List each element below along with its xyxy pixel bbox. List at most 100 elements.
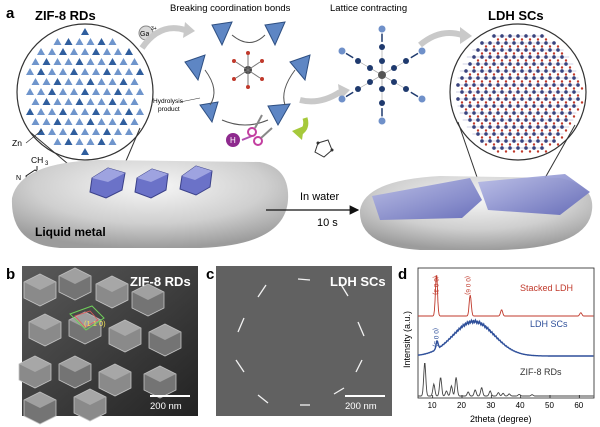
zif8-crystal-3 [179,165,213,196]
zif-tetrahedron [48,128,56,135]
ldh-oxygen-site [504,38,508,41]
sem-crystal-facet [24,274,56,290]
ldh-oxygen-site [544,122,548,125]
ldh-oxygen-site [508,87,512,90]
zif-tetrahedron [64,78,73,85]
ldh-oxygen-site [568,66,572,69]
xrd-series-ldh-scs [418,318,594,357]
ldh-oxygen-site [512,94,516,97]
zif-tetrahedron [92,48,100,55]
ldh-oxygen-site [572,101,576,104]
zif-tetrahedron [37,128,45,135]
contract-arrow [345,91,354,98]
liquid-metal-right [359,174,593,250]
ldh-oxygen-site [524,143,528,146]
zif-tetrahedron [130,118,139,125]
panel-a-letter: a [6,5,15,22]
sem-crystal-facet [24,392,56,408]
ldh-oxygen-site [520,38,524,41]
zif-tetrahedron [81,108,89,115]
ldh-oxygen-site [492,115,496,118]
ldh-oxygen-site [520,122,524,125]
ldh-oxygen-site [500,87,504,90]
ldh-oxygen-site [484,143,488,146]
zif-tetrahedron [103,108,111,115]
ldh-oxygen-site [532,115,536,118]
ldh-oxygen-site [480,66,484,69]
zif-tetrahedron [125,68,133,75]
ldh-oxygen-site [540,73,544,76]
ldh-oxygen-site [508,59,512,62]
zif-tetrahedron [108,38,117,45]
ldh-oxygen-site [568,94,572,97]
zif-tetrahedron [75,98,84,105]
zif-tetrahedron [48,68,56,75]
ldh-oxygen-site [540,87,544,90]
ldh-oxygen-site [524,101,528,104]
xrd-xlabel: 2theta (degree) [470,414,532,424]
ldh-oxygen-site [504,122,508,125]
lattice-outer-node [338,47,346,55]
ldh-oxygen-site [484,87,488,90]
ldh-oxygen-site [476,73,480,76]
ldh-oxygen-site [552,52,556,55]
ldh-oxygen-site [516,115,520,118]
ldh-oxygen-site [508,129,512,132]
ldh-oxygen-site [460,101,464,104]
zif-tetrahedron [92,68,100,75]
ldh-oxygen-site [572,115,576,118]
zif-tetrahedron [42,78,51,85]
ch3-subscript: 3 [45,161,49,167]
ldh-oxygen-site [484,101,488,104]
zif-tetrahedron [53,98,62,105]
peak-label-stacked-003: (0 0 3) [432,276,439,295]
ldh-oxygen-site [492,45,496,48]
ldh-oxygen-site [548,45,552,48]
ldh-oxygen-site [504,52,508,55]
zif-tetrahedron [86,98,95,105]
zif-tetrahedron [64,38,73,45]
ldh-oxygen-site [492,87,496,90]
facet-label: (1 1 0) [84,319,106,328]
lattice-center [378,71,386,79]
xrd-xtick-label: 10 [428,401,437,410]
zif-tetrahedron [64,58,73,65]
ldh-oxygen-site [572,73,576,76]
ldh-oxygen-site [536,108,540,111]
zif-tetrahedron [103,68,111,75]
ldh-oxygen-site [468,73,472,76]
zif-tetrahedron [125,48,133,55]
xrd-plot-frame [417,267,595,399]
time-label: 10 s [317,217,338,229]
ldh-oxygen-site [468,87,472,90]
ldh-oxygen-site [540,101,544,104]
lattice-node [379,86,385,92]
zif-tetrahedron [48,88,56,95]
ldh-lattice-pattern [456,34,584,153]
ldh-oxygen-site [496,94,500,97]
zif-tetrahedron [70,68,78,75]
zif-tetrahedron [70,108,78,115]
ldh-oxygen-site [556,59,560,62]
series-label-ldh: LDH SCs [530,319,568,329]
zif-tetrahedron [136,108,144,115]
ldh-oxygen-site [496,52,500,55]
ldh-oxygen-site [536,66,540,69]
ldh-oxygen-site [484,129,488,132]
ldh-oxygen-site [484,115,488,118]
sem-crystal-facet [132,284,164,300]
zif-tetrahedron [42,58,51,65]
ldh-oxygen-site [560,80,564,83]
ldh-oxygen-site [464,94,468,97]
zif-tetrahedron [125,88,133,95]
zif8-crystal-1 [89,167,126,199]
zif-tetrahedron [59,68,67,75]
ldh-oxygen-site [492,143,496,146]
xrd-xtick-label: 30 [486,401,495,410]
zif-tetrahedron [125,108,133,115]
ldh-oxygen-site [508,73,512,76]
ldh-lattice-zoom [449,23,587,181]
ldh-oxygen-site [556,87,560,90]
ldh-oxygen-site [568,122,572,125]
ldh-oxygen-site [580,87,584,90]
